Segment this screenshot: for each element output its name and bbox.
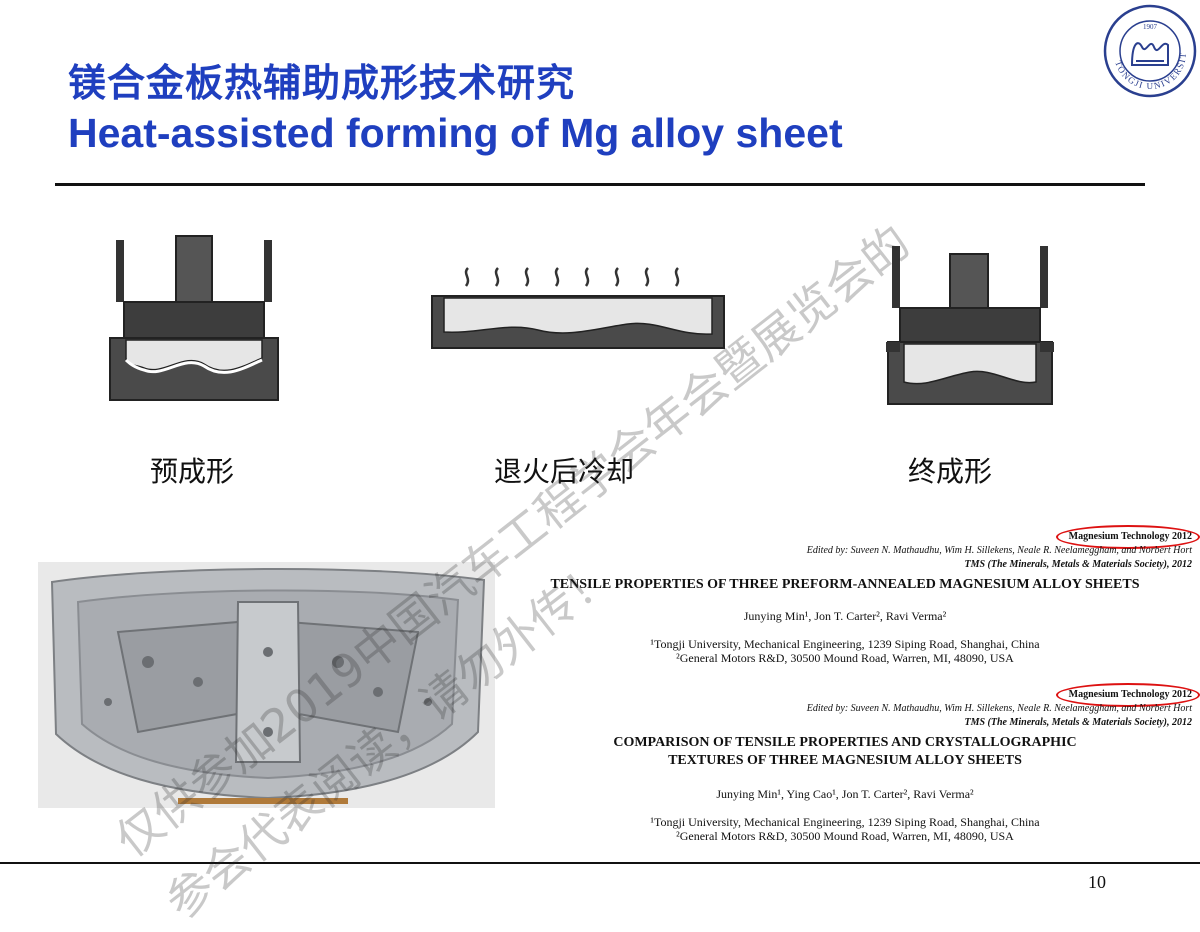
paper-excerpts: Magnesium Technology 2012 Edited by: Suv… bbox=[505, 525, 1200, 855]
tongji-university-seal-icon: TONGJI UNIVERSITY 1907 bbox=[1102, 3, 1197, 98]
preform-press-icon bbox=[109, 235, 279, 401]
car-trunk-lid-inner-panel-photo bbox=[38, 562, 495, 808]
paper-1-affiliation-2: ²General Motors R&D, 30500 Mound Road, W… bbox=[676, 651, 1014, 665]
paper-2-title-line-2: TEXTURES OF THREE MAGNESIUM ALLOY SHEETS bbox=[668, 753, 1022, 768]
paper-1-publisher: TMS (The Minerals, Metals & Materials So… bbox=[964, 559, 1193, 570]
paper-2-journal-highlight bbox=[1056, 683, 1200, 707]
stage-label-annealing: 退火后冷却 bbox=[494, 455, 635, 488]
logo-year: 1907 bbox=[1143, 23, 1158, 31]
paper-2-affiliation-1: ¹Tongji University, Mechanical Engineeri… bbox=[650, 815, 1040, 829]
paper-1-journal-highlight bbox=[1056, 525, 1200, 549]
paper-2-editors: Edited by: Suveen N. Mathaudhu, Wim H. S… bbox=[806, 703, 1192, 714]
final-forming-press-icon bbox=[886, 246, 1054, 405]
paper-2-title-line-1: COMPARISON OF TENSILE PROPERTIES AND CRY… bbox=[613, 735, 1077, 750]
annealing-cooling-icon bbox=[431, 267, 725, 349]
page-number: 10 bbox=[1088, 872, 1106, 892]
paper-1-authors: Junying Min¹, Jon T. Carter², Ravi Verma… bbox=[743, 609, 947, 623]
slide-title-chinese: 镁合金板热辅助成形技术研究 bbox=[68, 61, 576, 105]
footer-divider bbox=[0, 862, 1200, 864]
paper-1-editors: Edited by: Suveen N. Mathaudhu, Wim H. S… bbox=[806, 545, 1192, 556]
paper-2-affiliation-2: ²General Motors R&D, 30500 Mound Road, W… bbox=[676, 829, 1014, 843]
stage-label-final: 终成形 bbox=[908, 455, 993, 488]
stage-label-preform: 预成形 bbox=[150, 455, 235, 488]
slide-title-english: Heat-assisted forming of Mg alloy sheet bbox=[68, 110, 843, 156]
title-divider bbox=[55, 183, 1145, 186]
paper-1-title: TENSILE PROPERTIES OF THREE PREFORM-ANNE… bbox=[550, 577, 1140, 592]
paper-2-authors: Junying Min¹, Ying Cao¹, Jon T. Carter²,… bbox=[716, 787, 974, 801]
paper-2-publisher: TMS (The Minerals, Metals & Materials So… bbox=[964, 717, 1193, 728]
paper-1-affiliation-1: ¹Tongji University, Mechanical Engineeri… bbox=[650, 637, 1040, 651]
